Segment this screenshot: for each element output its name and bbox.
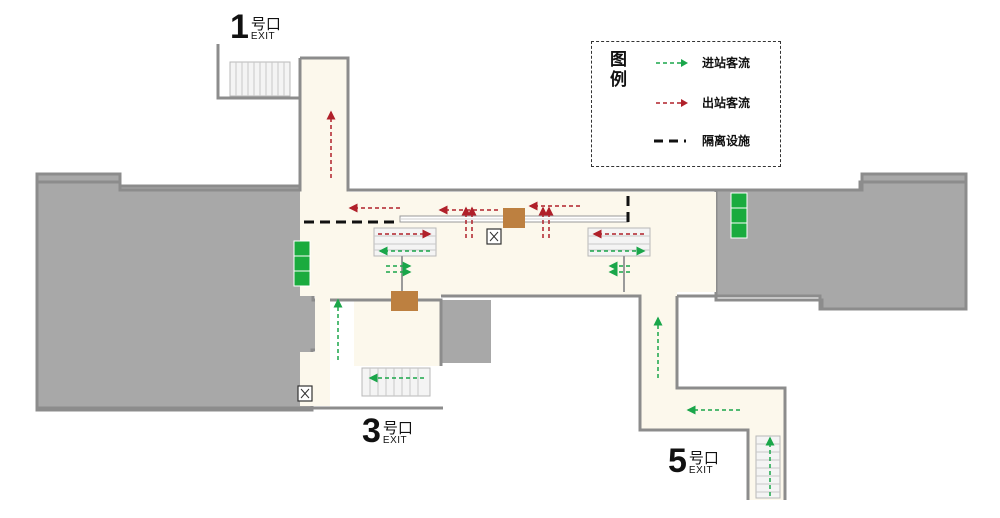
elevator-icon	[486, 228, 502, 245]
legend-item-barrier: 隔离设施	[652, 132, 750, 149]
exit-flow-arrows	[326, 110, 644, 239]
legend-title: 图例	[610, 50, 627, 90]
right-building-block	[714, 172, 968, 311]
stairs-exit-5	[755, 435, 781, 499]
station-outline	[37, 44, 966, 500]
exit-label-en: EXIT	[382, 435, 408, 446]
customer-service-center	[503, 208, 525, 228]
stairs-exit-1	[229, 61, 291, 97]
legend-label: 出站客流	[702, 96, 751, 110]
entry-flow-arrows	[333, 246, 775, 496]
exit-label-en: EXIT	[688, 465, 714, 476]
left-building-block	[35, 172, 322, 412]
elevator-icon	[297, 385, 313, 402]
exit-label-cn: 号口	[382, 419, 413, 437]
station-concourse	[300, 58, 785, 500]
customer-service-center-2	[391, 291, 418, 311]
legend-label: 隔离设施	[702, 134, 751, 148]
barrier-line-icon	[654, 139, 686, 142]
exit-1-label: 1 号口 EXIT	[230, 8, 281, 46]
exit-flow-arrow-icon	[656, 98, 688, 107]
entry-flow-arrow-icon	[656, 58, 688, 67]
legend-label: 进站客流	[702, 56, 751, 70]
ticket-machines-right	[730, 192, 748, 239]
exit-label-cn: 号口	[688, 449, 719, 467]
exit-5-label: 5 号口 EXIT	[668, 442, 719, 480]
ticket-machines-left	[293, 240, 311, 287]
escalator-left	[373, 227, 437, 257]
map-legend: 图例 进站客流 出站客流 隔离设施	[591, 41, 781, 167]
exit-label-en: EXIT	[250, 31, 276, 42]
exit-number: 5	[668, 442, 687, 480]
exit-label-cn: 号口	[250, 15, 281, 33]
legend-item-exit-flow: 出站客流	[652, 94, 750, 111]
stairs-exit-3	[361, 367, 431, 397]
barrier-line	[304, 196, 630, 224]
legend-item-entry-flow: 进站客流	[652, 54, 750, 71]
exit-number: 1	[230, 8, 249, 46]
escalator-right	[587, 227, 651, 257]
exit-number: 3	[362, 412, 381, 450]
exit-3-label: 3 号口 EXIT	[362, 412, 413, 450]
